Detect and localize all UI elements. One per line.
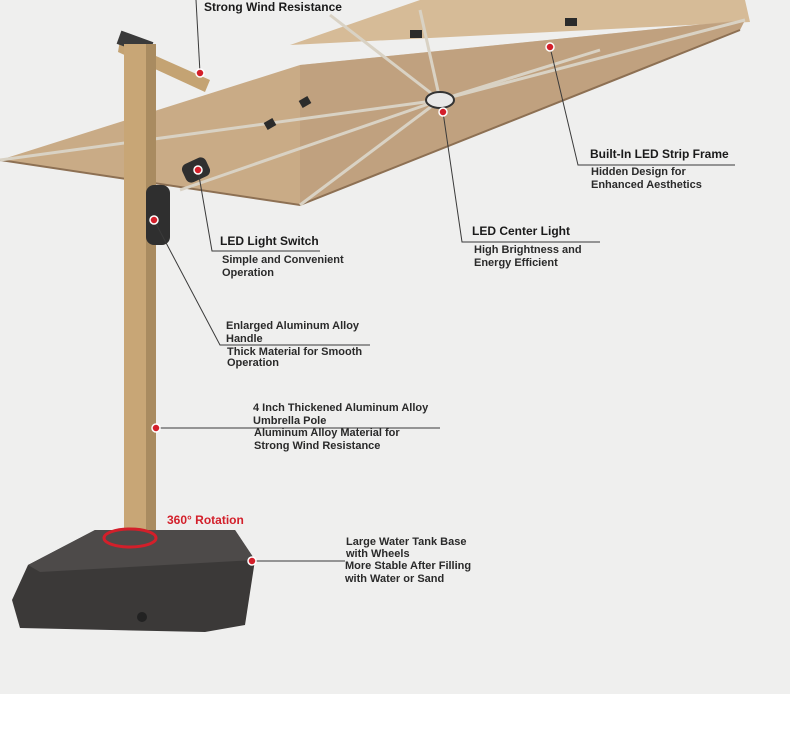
top-callout-text: Strong Wind Resistance [204,0,342,14]
pole-sub-1: Aluminum Alloy Material for [254,427,400,439]
umbrella-illustration [0,0,750,632]
base-sub-2: with Water or Sand [345,573,445,585]
callout-lines [153,0,735,562]
light-switch-sub-1: Simple and Convenient [222,254,344,266]
led-strip-title: Built-In LED Strip Frame [590,147,729,161]
center-light-sub-2: Energy Efficient [474,257,558,269]
canopy-ribs [0,9,746,207]
base-title-2: with Wheels [346,548,410,560]
led-strip-sub-2: Enhanced Aesthetics [591,179,702,191]
rotation-label: 360° Rotation [167,513,244,527]
canopy-shade [300,20,745,205]
light-switch-title: LED Light Switch [220,234,319,248]
canopy-rib-joints [263,18,577,130]
handle-title-1: Enlarged Aluminum Alloy [226,320,360,332]
led-strip-sub-1: Hidden Design for [591,166,686,178]
water-tank-base-top [28,530,255,572]
pole-title-1: 4 Inch Thickened Aluminum Alloy [253,402,429,414]
handle [146,185,170,245]
pole-sub-2: Strong Wind Resistance [254,440,381,452]
callout-dots [149,42,555,566]
pole-shade [146,44,156,534]
pole-title-2: Umbrella Pole [253,415,327,427]
handle-sub-2: Operation [227,357,279,369]
product-illustration: Strong Wind Resistance Built-In LED Stri… [0,0,790,694]
center-light-sub-1: High Brightness and [474,244,582,256]
center-light [425,91,455,109]
base-sub-1: More Stable After Filling [345,560,472,572]
base-title-1: Large Water Tank Base [346,536,467,548]
handle-title-2: Handle [226,333,263,345]
canopy-top-panel [290,0,750,45]
rotation-ring [102,527,158,549]
light-switch-sub-2: Operation [222,267,274,279]
center-light-title: LED Center Light [472,224,570,238]
base-wheel [137,612,147,622]
handle-sub-1: Thick Material for Smooth [227,346,363,358]
